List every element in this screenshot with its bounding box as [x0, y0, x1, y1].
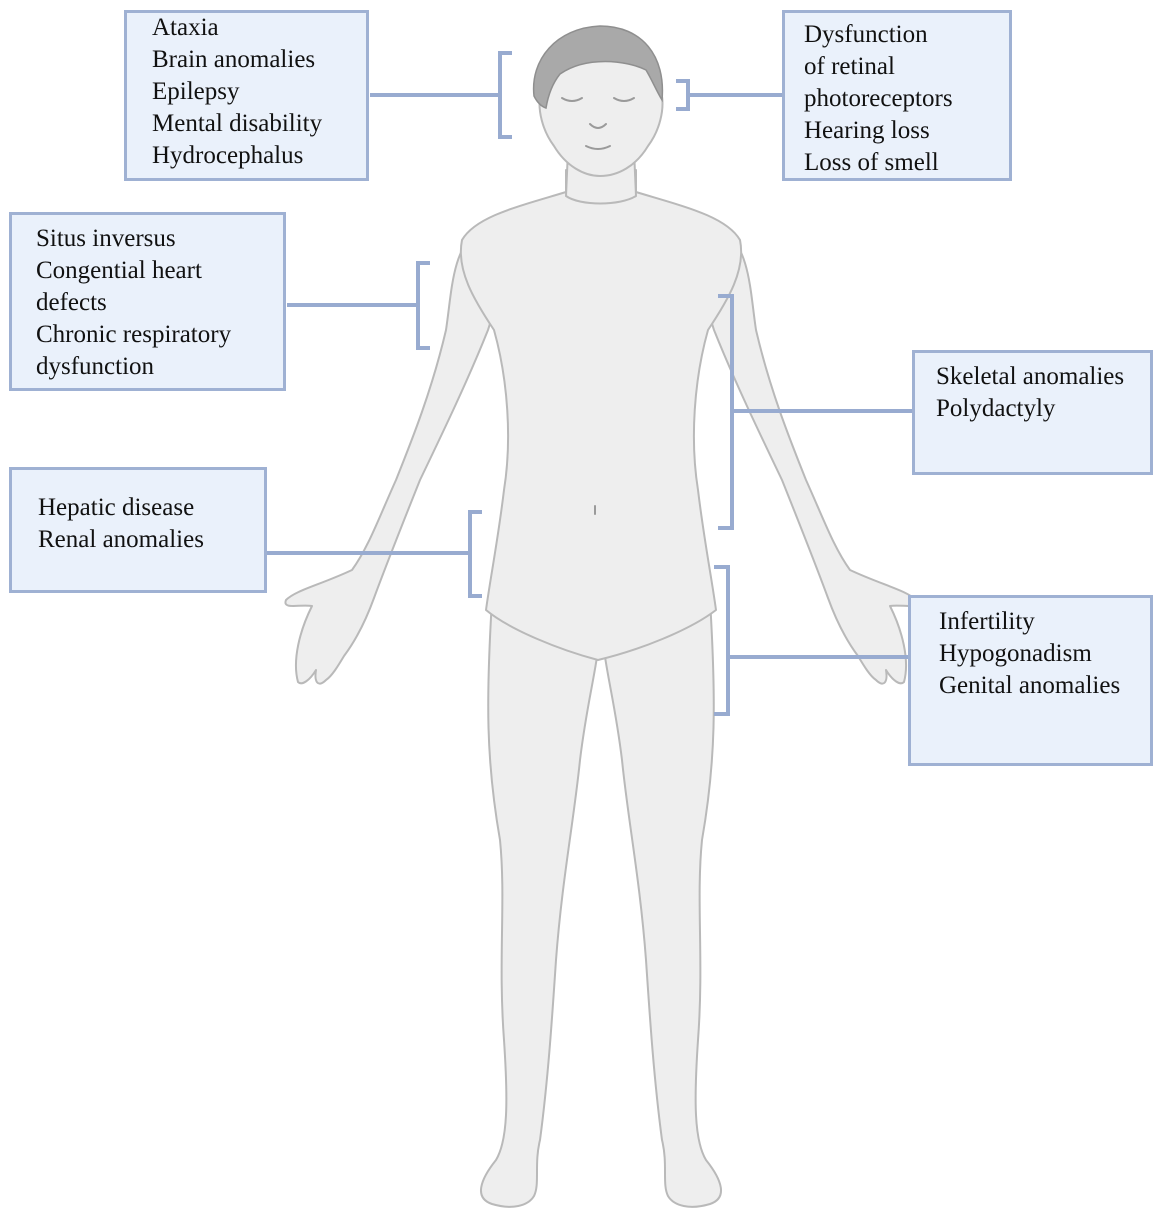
- label-mental-disability: Mental disability: [152, 108, 366, 140]
- label-defects: defects: [36, 287, 283, 319]
- label-box-head-left: Ataxia Brain anomalies Epilepsy Mental d…: [124, 10, 369, 181]
- body-silhouette: [285, 28, 916, 1207]
- label-box-pelvis: Infertility Hypogonadism Genital anomali…: [908, 595, 1153, 766]
- label-box-chest: Situs inversus Congential heart defects …: [9, 212, 286, 391]
- left-arm: [285, 230, 501, 684]
- label-dysfunction: Dysfunction: [804, 19, 1009, 51]
- label-renal-anomalies: Renal anomalies: [38, 524, 264, 556]
- bracket-pelvis: [714, 567, 728, 714]
- label-loss-of-smell: Loss of smell: [804, 147, 1009, 179]
- label-epilepsy: Epilepsy: [152, 76, 366, 108]
- label-photoreceptors: photoreceptors: [804, 83, 1009, 115]
- bracket-abdomen: [470, 512, 482, 596]
- label-polydactyly: Polydactyly: [936, 393, 1150, 425]
- bracket-head-right: [676, 81, 688, 109]
- left-leg: [481, 600, 598, 1207]
- bracket-chest: [418, 263, 430, 348]
- label-ataxia: Ataxia: [152, 12, 366, 44]
- label-congential-heart: Congential heart: [36, 255, 283, 287]
- label-skeletal-anomalies: Skeletal anomalies: [936, 361, 1150, 393]
- label-box-skeleton: Skeletal anomalies Polydactyly: [912, 350, 1153, 475]
- label-of-retinal: of retinal: [804, 51, 1009, 83]
- label-infertility: Infertility: [939, 606, 1150, 638]
- label-chronic-respiratory: Chronic respiratory: [36, 319, 283, 351]
- label-hearing-loss: Hearing loss: [804, 115, 1009, 147]
- label-hydrocephalus: Hydrocephalus: [152, 140, 366, 172]
- right-leg: [604, 600, 721, 1207]
- label-hypogonadism: Hypogonadism: [939, 638, 1150, 670]
- label-box-abdomen: Hepatic disease Renal anomalies: [9, 467, 267, 593]
- label-hepatic-disease: Hepatic disease: [38, 492, 264, 524]
- bracket-head-left: [500, 53, 512, 137]
- label-brain-anomalies: Brain anomalies: [152, 44, 366, 76]
- label-box-head-right: Dysfunction of retinal photoreceptors He…: [782, 10, 1012, 181]
- label-dysfunction-respiratory: dysfunction: [36, 351, 283, 383]
- label-genital-anomalies: Genital anomalies: [939, 670, 1150, 702]
- label-situs-inversus: Situs inversus: [36, 223, 283, 255]
- torso: [461, 170, 741, 660]
